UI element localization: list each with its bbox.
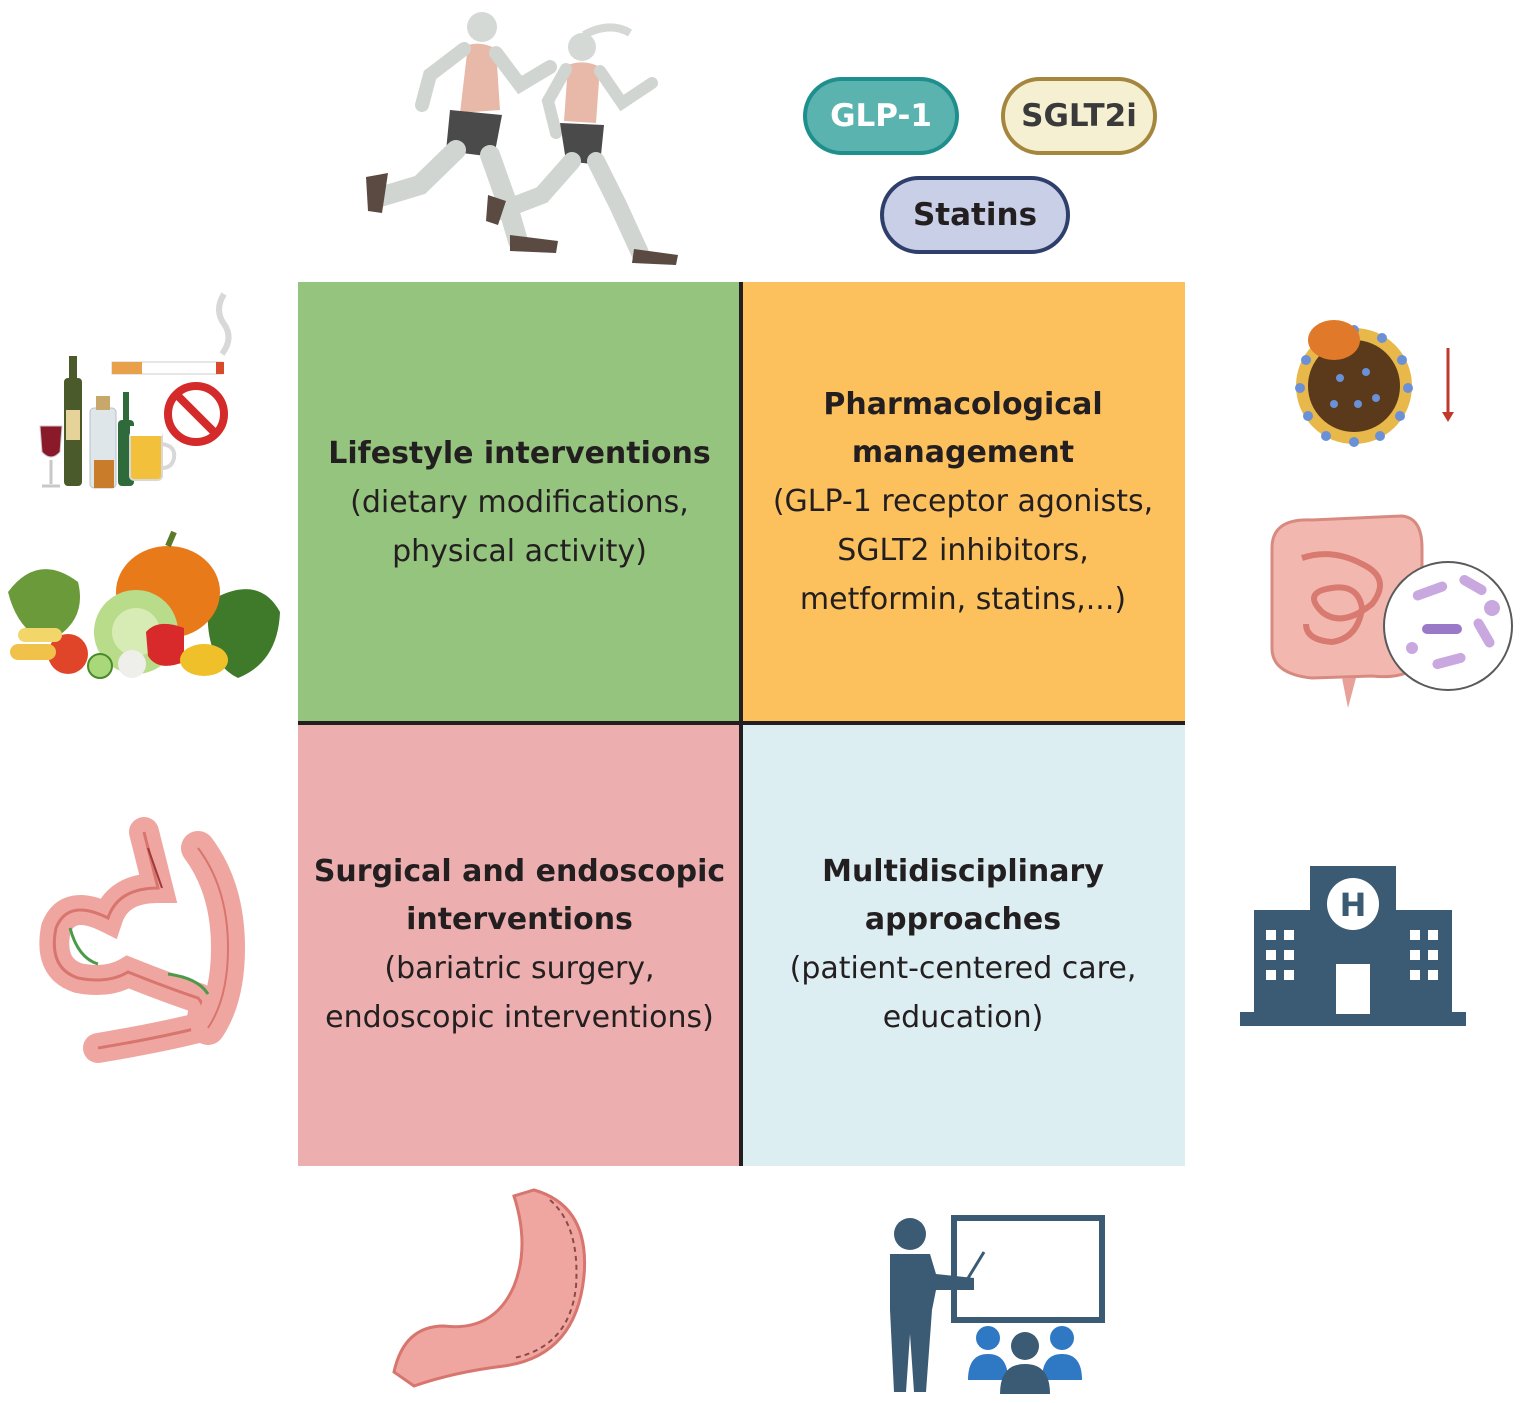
multidisciplinary-title-1: Multidisciplinary	[822, 853, 1104, 889]
pharmacological-line-3: metformin, statins,...)	[799, 582, 1127, 617]
pharmacological-line-1: (GLP-1 receptor agonists,	[772, 484, 1154, 519]
alcohol-smoking-prohibited-icon	[39, 292, 232, 489]
surgical-line-1: (bariatric surgery,	[384, 950, 655, 986]
sglt2i-pill: SGLT2i	[1001, 77, 1157, 155]
teacher-education-icon	[890, 1215, 1105, 1394]
surgical-quadrant: Surgical and endoscopic interventions (b…	[298, 723, 741, 1166]
pharmacological-title-1: Pharmacological	[823, 387, 1103, 422]
lifestyle-line-2: physical activity)	[392, 533, 647, 569]
hospital-icon: H	[1240, 866, 1466, 1026]
statins-pill: Statins	[880, 176, 1070, 254]
pharmacological-quadrant: Pharmacological management (GLP-1 recept…	[741, 282, 1185, 723]
lifestyle-quadrant: Lifestyle interventions (dietary modific…	[298, 282, 741, 723]
gut-microbiota-icon	[1270, 514, 1513, 708]
pharmacological-title-2: management	[851, 435, 1075, 470]
lifestyle-line-1: (dietary modifications,	[350, 484, 689, 520]
surgical-title-1: Surgical and endoscopic	[313, 853, 726, 889]
runners-icon	[366, 12, 678, 265]
pharmacological-line-2: SGLT2 inhibitors,	[837, 533, 1089, 568]
glp1-pill-label: GLP-1	[830, 98, 932, 134]
gastric-bypass-icon	[39, 817, 246, 1063]
multidisciplinary-title-2: approaches	[864, 901, 1062, 937]
sglt2i-pill-label: SGLT2i	[1021, 98, 1137, 134]
statins-pill-label: Statins	[912, 197, 1038, 233]
lifestyle-title: Lifestyle interventions	[328, 435, 711, 471]
surgical-title-2: interventions	[406, 901, 633, 937]
surgical-line-2: endoscopic interventions)	[325, 999, 714, 1035]
multidisciplinary-quadrant: Multidisciplinary approaches (patient-ce…	[741, 723, 1185, 1166]
sleeve-stomach-icon	[392, 1188, 587, 1388]
multidisciplinary-line-1: (patient-centered care,	[789, 950, 1137, 986]
horizontal-divider	[298, 721, 1185, 725]
vegetables-icon	[8, 530, 280, 679]
glp1-pill: GLP-1	[803, 77, 959, 155]
multidisciplinary-line-2: education)	[882, 999, 1044, 1035]
lipoprotein-decrease-icon	[1295, 320, 1454, 447]
hospital-letter: H	[1340, 886, 1367, 924]
